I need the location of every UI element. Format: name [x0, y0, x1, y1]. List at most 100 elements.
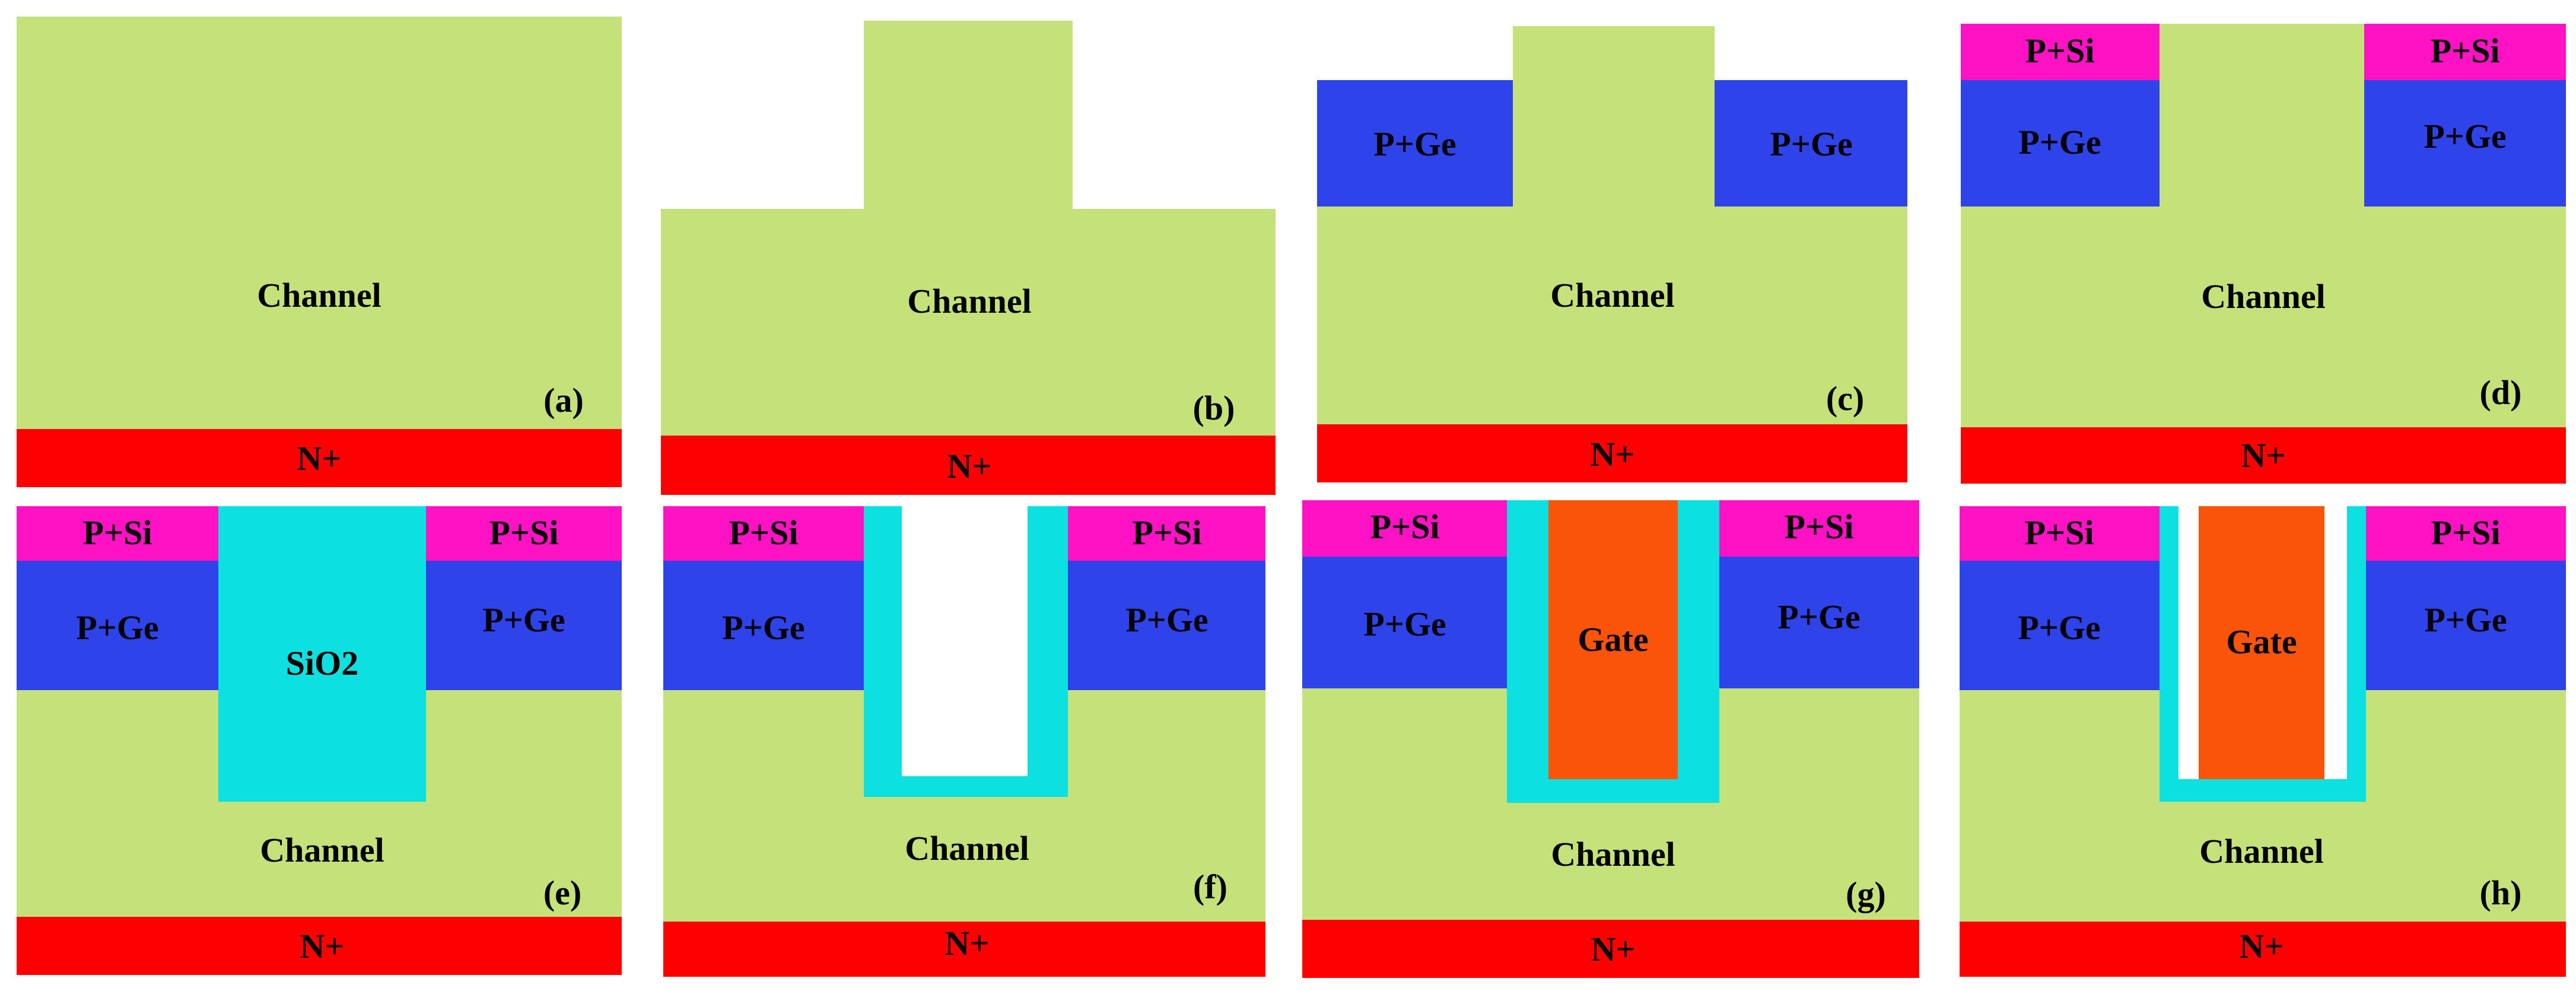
fin-region [2160, 24, 2364, 207]
fin-region [864, 21, 1073, 211]
p-letter: P [1125, 601, 1147, 639]
p-si-region [1961, 24, 2160, 80]
sio2-subscript: 2 [341, 644, 359, 682]
p-plus-ge-label: P+Ge [1373, 127, 1456, 161]
ge-text: Ge [2464, 601, 2507, 639]
p-ge-region [2364, 80, 2566, 207]
channel-label: Channel [905, 831, 1029, 866]
n-plus-region [1302, 920, 1919, 978]
p-plus-ge-label: P+Ge [482, 603, 565, 637]
p-letter: P [2424, 601, 2445, 639]
p-superscript: + [1384, 605, 1404, 643]
panel-tag-text: (h) [2479, 874, 2522, 912]
p-si-region [426, 506, 622, 561]
gate-region [1548, 500, 1678, 779]
p-ge-region [1068, 561, 1265, 690]
p-letter: P [82, 513, 104, 552]
n-plus-label: N+ [2241, 439, 2286, 473]
p-superscript: + [104, 513, 124, 552]
p-ge-region [1960, 561, 2160, 690]
sio2-text: SiO [285, 644, 342, 682]
panel-tag-c: (c) [1826, 382, 1864, 416]
n-superscript: + [1615, 435, 1635, 474]
channel-label: Channel [1550, 278, 1675, 313]
p-letter: P [729, 513, 750, 552]
channel-text: Channel [1551, 835, 1675, 874]
panel-tag-text: (a) [543, 381, 584, 420]
channel-text: Channel [257, 276, 381, 315]
panel-tag-text: (f) [1193, 868, 1227, 906]
ge-text: Ge [1810, 125, 1853, 163]
channel-region [1961, 205, 2566, 427]
p-ge-region [426, 561, 622, 690]
panel-tag-d: (d) [2480, 376, 2522, 410]
si-text: Si [1825, 507, 1854, 546]
panel-tag-g: (g) [1846, 877, 1886, 911]
n-plus-region [1317, 424, 1907, 482]
si-text: Si [2472, 513, 2501, 552]
p-plus-si-label: P+Si [2431, 516, 2501, 550]
n-plus-label: N+ [947, 449, 992, 484]
si-text: Si [769, 513, 799, 552]
p-ge-region [1715, 80, 1907, 207]
p-letter: P [1370, 507, 1391, 546]
p-ge-region [1719, 557, 1919, 688]
p-plus-ge-label: P+Ge [1125, 603, 1208, 637]
gate-label: Gate [1578, 622, 1648, 657]
n-superscript: + [322, 439, 342, 478]
p-si-region [1960, 506, 2160, 561]
p-plus-si-label: P+Si [2025, 34, 2095, 68]
channel-text: Channel [1550, 276, 1675, 315]
ge-text: Ge [523, 601, 565, 639]
gate-text: Gate [1578, 620, 1649, 659]
p-letter: P [482, 601, 504, 639]
p-plus-si-label: P+Si [729, 516, 799, 550]
p-plus-ge-label: P+Ge [2018, 125, 2101, 160]
gate-region [2199, 506, 2324, 779]
ge-text: Ge [1166, 601, 1209, 639]
p-ge-region [1961, 80, 2160, 207]
n-superscript: + [972, 447, 992, 485]
gate-label: Gate [2226, 625, 2297, 659]
n-plus-label: N+ [2240, 929, 2284, 964]
p-letter: P [489, 513, 510, 552]
n-superscript: + [325, 927, 345, 965]
n-superscript: + [2264, 927, 2284, 965]
n-plus-label: N+ [1591, 932, 1636, 967]
ge-text: Ge [116, 608, 159, 647]
p-plus-ge-label: P+Ge [2018, 611, 2100, 645]
panel-tag-text: (b) [1192, 389, 1235, 427]
p-letter: P [2430, 31, 2451, 70]
si-text: Si [1173, 513, 1202, 552]
si-text: Si [2471, 31, 2500, 70]
n-letter: N [944, 924, 970, 963]
p-plus-ge-label: P+Ge [2424, 119, 2506, 154]
ge-text: Ge [2059, 123, 2101, 161]
p-letter: P [2431, 513, 2452, 552]
n-letter: N [297, 439, 322, 478]
n-plus-label: N+ [1591, 437, 1635, 472]
p-superscript: + [1394, 125, 1414, 163]
n-superscript: + [1615, 930, 1636, 968]
panel-tag-a: (a) [543, 383, 584, 418]
p-superscript: + [1391, 507, 1411, 546]
n-letter: N [1591, 930, 1616, 968]
p-letter: P [1770, 125, 1791, 163]
n-plus-label: N+ [300, 929, 345, 964]
si-text: Si [123, 513, 152, 552]
channel-region [17, 17, 622, 429]
n-plus-region [661, 436, 1276, 495]
p-plus-ge-label: P+Ge [2424, 603, 2507, 637]
p-superscript: + [503, 601, 523, 639]
panel-tag-text: (g) [1846, 875, 1886, 913]
p-plus-si-label: P+Si [2025, 516, 2094, 550]
channel-label: Channel [1551, 837, 1675, 872]
p-superscript: + [2444, 117, 2464, 155]
trench-void-region [902, 506, 1028, 776]
n-letter: N [300, 927, 325, 965]
fin-region [1513, 26, 1715, 207]
panel-tag-h: (h) [2480, 876, 2522, 910]
channel-label: Channel [2199, 834, 2324, 869]
p-ge-region [663, 561, 864, 690]
